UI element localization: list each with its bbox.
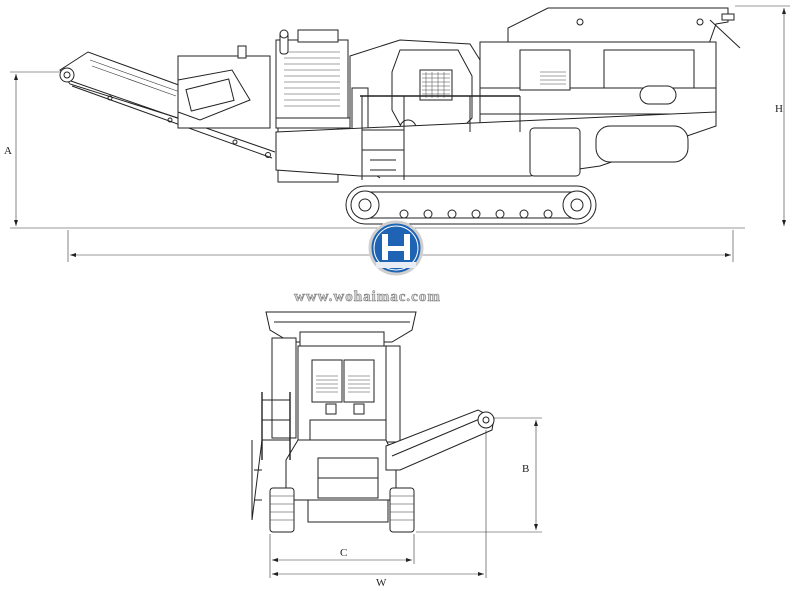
- side-crusher-body: [329, 39, 481, 179]
- dimension-h: H: [735, 5, 790, 226]
- front-feed-hopper: [265, 311, 417, 349]
- front-chassis: [285, 439, 397, 523]
- front-right-track: [389, 487, 415, 533]
- front-ladder: [251, 392, 291, 521]
- front-left-track: [269, 487, 295, 533]
- side-discharge-conveyor: [59, 51, 276, 159]
- dimension-w: W: [272, 430, 487, 589]
- side-feed-hopper: [479, 7, 741, 115]
- watermark: www.wohaimac.com: [294, 220, 441, 305]
- wohai-logo: [368, 220, 424, 276]
- dimension-b-label: B: [522, 463, 529, 475]
- front-crusher-body: [271, 337, 401, 457]
- side-walkway: [360, 95, 521, 180]
- dimension-a: A: [4, 74, 18, 226]
- dimension-w-label: W: [376, 577, 387, 589]
- dimension-b: B: [416, 417, 542, 533]
- side-view: A H: [4, 5, 790, 262]
- dimension-c-label: C: [340, 547, 347, 559]
- dimension-h-label: H: [775, 103, 783, 115]
- side-crawler-track: [345, 185, 597, 225]
- dimension-a-label: A: [4, 145, 12, 157]
- dimension-c: C: [269, 534, 415, 578]
- watermark-text: www.wohaimac.com: [294, 289, 441, 305]
- front-view: B C W: [251, 311, 542, 589]
- front-side-conveyor: [385, 409, 495, 471]
